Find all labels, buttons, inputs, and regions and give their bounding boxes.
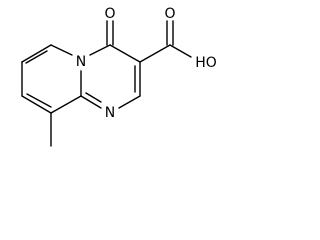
bond-c8-c9-inner [26,93,52,108]
bond-n5-c6 [50,44,73,56]
bond-c9-c9a [50,95,82,114]
atom-labels: O N N O HO [76,6,217,121]
bond-n1-c9a [80,95,102,109]
bond-lines [21,20,192,147]
bond-c3-ccooh [139,44,171,63]
bond-c6-c7-inner [25,50,48,64]
bond-n5-c4 [89,44,111,56]
bond-c4-c3 [109,44,141,63]
ketone-oxygen-label: O [104,6,115,22]
bond-c8-c9 [21,95,52,114]
ring-nitrogen-label: N [76,54,86,70]
bond-c6-c7 [21,44,52,63]
chemical-structure-diagram: O N N O HO [21,6,217,147]
bond-c2-n1 [118,95,141,109]
hydroxyl-label: HO [195,55,217,71]
bond-cooh-oh [169,44,192,58]
carbonyl-oxygen-label: O [164,6,175,22]
bond-n1-c9a-inner [85,92,102,103]
imine-nitrogen-label: N [105,105,115,121]
